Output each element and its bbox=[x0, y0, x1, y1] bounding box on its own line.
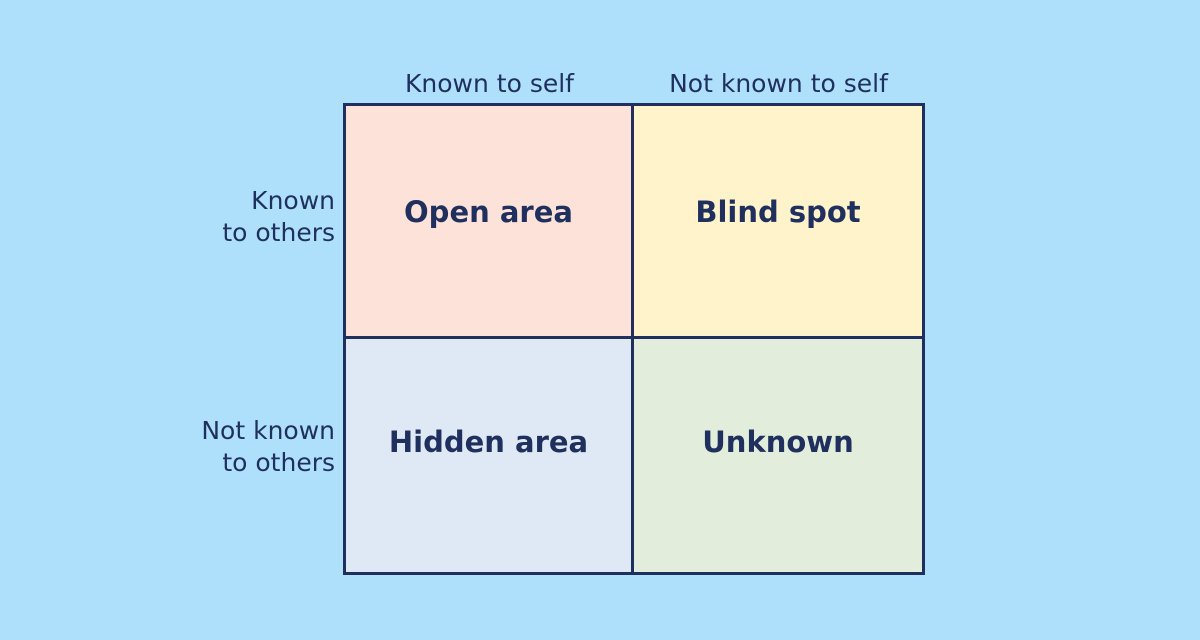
column-label-not-known-to-self: Not known to self bbox=[669, 69, 888, 98]
quadrant-open-area: Open area bbox=[346, 106, 634, 339]
column-label-known-to-self: Known to self bbox=[405, 69, 574, 98]
row-label-not-known-to-others: Not known to others bbox=[201, 416, 335, 477]
row-label-known-to-others: Known to others bbox=[222, 186, 335, 247]
quadrant-hidden-area: Hidden area bbox=[346, 339, 634, 572]
quadrant-blind-spot: Blind spot bbox=[634, 106, 922, 339]
quadrant-grid: Open area Blind spot Hidden area Unknown bbox=[343, 103, 925, 575]
quadrant-unknown: Unknown bbox=[634, 339, 922, 572]
